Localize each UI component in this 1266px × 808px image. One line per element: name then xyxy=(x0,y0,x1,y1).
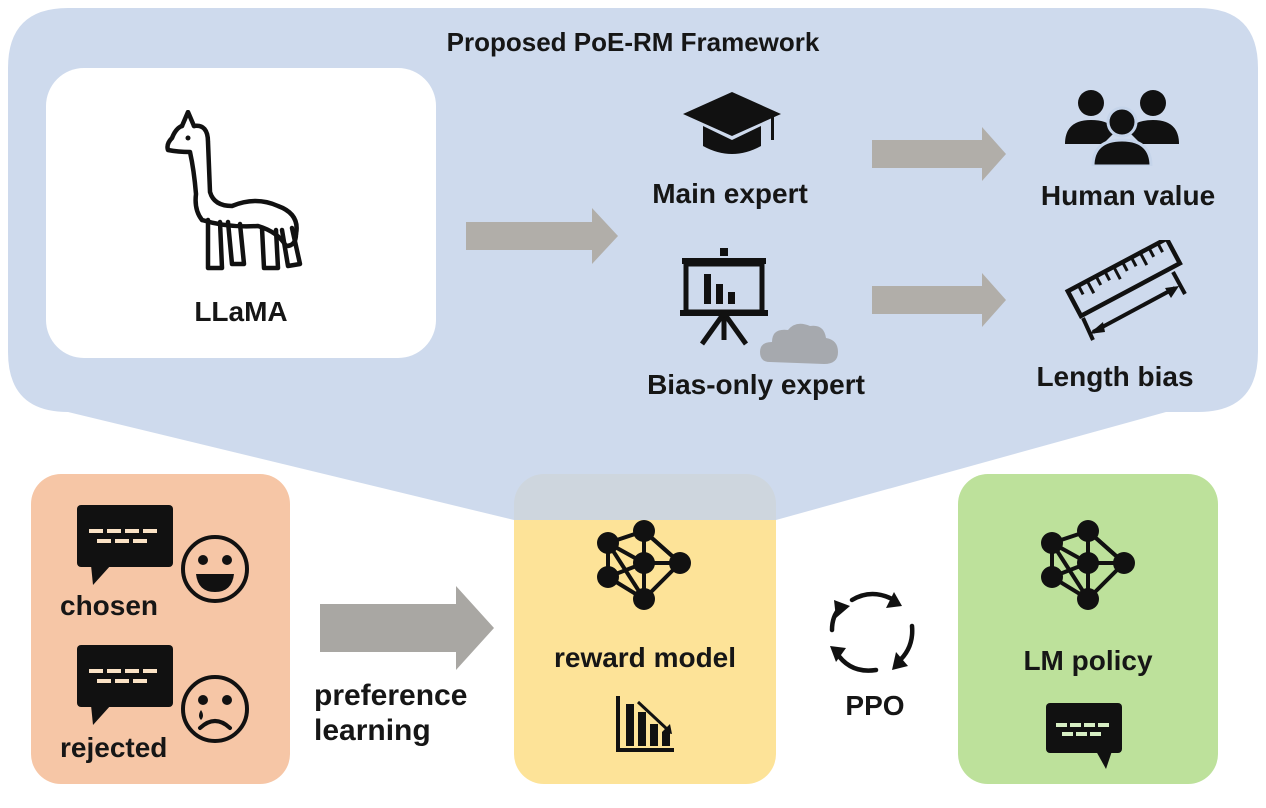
reward-model-panel xyxy=(514,474,776,784)
length-bias-label: Length bias xyxy=(1036,361,1194,392)
ruler-icon xyxy=(1064,240,1187,341)
lm-policy-panel xyxy=(958,474,1218,784)
preference-learning-line2: learning xyxy=(314,714,431,747)
speech-bubble-icon xyxy=(77,505,173,585)
preference-learning-label: preference learning xyxy=(314,678,467,748)
human-value-label: Human value xyxy=(1040,180,1216,211)
people-group-icon xyxy=(1065,90,1179,166)
graduation-cap-icon xyxy=(683,92,781,154)
cycle-arrows-icon xyxy=(829,591,915,673)
speech-bubble-icon xyxy=(1046,703,1122,769)
reward-model-label: reward model xyxy=(553,642,737,673)
speech-bubble-icon xyxy=(77,645,173,725)
main-to-human-arrow xyxy=(872,127,1006,181)
llama-to-experts-arrow xyxy=(466,208,618,264)
bias-only-expert-label: Bias-only expert xyxy=(647,369,865,400)
llama-label: LLaMA xyxy=(194,296,288,327)
smiley-face-icon xyxy=(181,535,249,603)
presentation-board-icon xyxy=(680,248,768,346)
framework-title: Proposed PoE-RM Framework xyxy=(446,27,820,57)
neural-network-icon xyxy=(597,520,691,610)
cloud-icon xyxy=(760,323,838,364)
neural-network-icon xyxy=(1041,520,1135,610)
lm-policy-label: LM policy xyxy=(1023,645,1153,676)
sad-face-icon xyxy=(181,675,249,743)
bar-chart-down-icon xyxy=(616,696,674,752)
rejected-label: rejected xyxy=(60,732,168,763)
ppo-label: PPO xyxy=(845,690,905,721)
preference-learning-line1: preference xyxy=(314,679,468,712)
main-expert-label: Main expert xyxy=(652,178,808,209)
bias-to-length-arrow xyxy=(872,273,1006,327)
preference-learning-arrow xyxy=(320,586,494,670)
llama-card xyxy=(46,68,436,358)
llama-icon xyxy=(165,110,303,271)
chosen-label: chosen xyxy=(60,590,159,621)
